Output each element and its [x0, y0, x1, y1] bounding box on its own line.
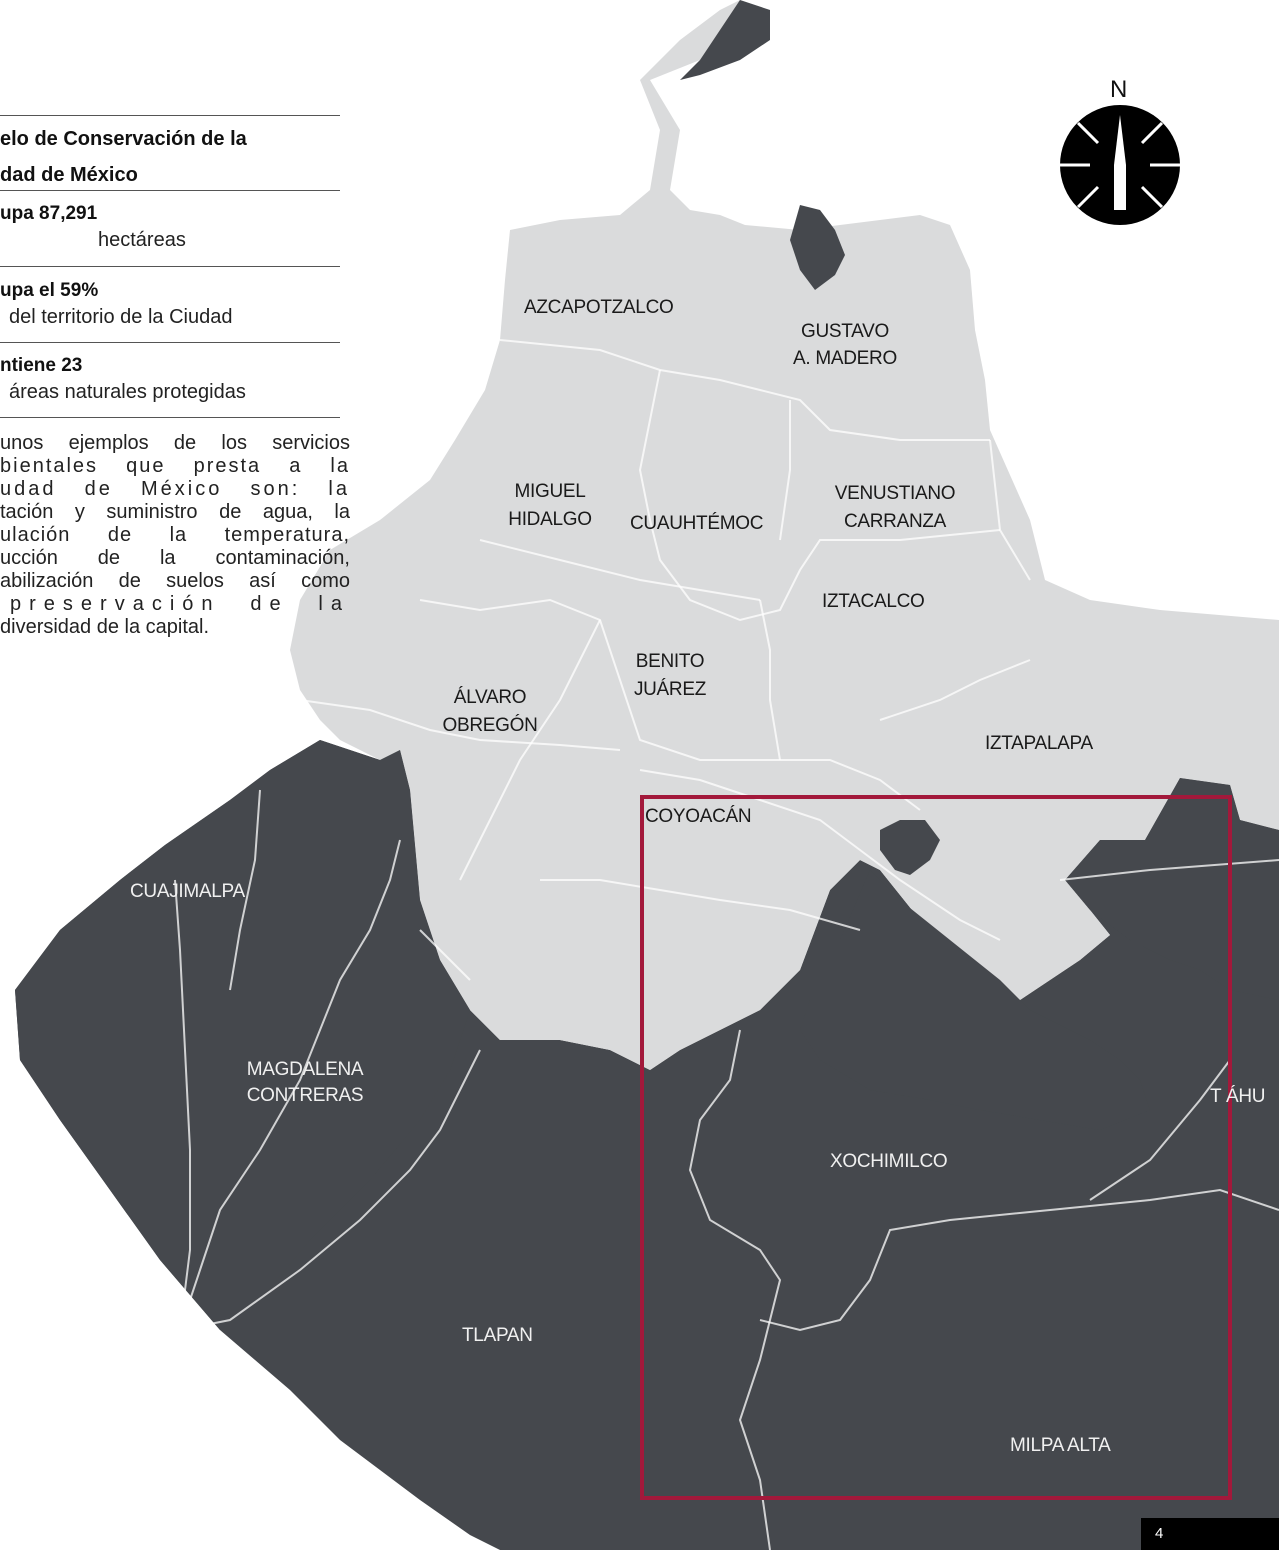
label-miguel-line2: HIDALGO [508, 509, 592, 530]
urban-area [290, 0, 1279, 1070]
label-miguel-line1: MIGUEL [514, 481, 586, 502]
label-venustiano-line1: VENUSTIANO [834, 483, 956, 504]
stat-protected-unit: áreas naturales protegidas [9, 381, 246, 403]
label-coyoacan: COYOACÁN [645, 806, 752, 827]
page-number: 4 [1155, 1525, 1164, 1542]
conservation-land-north-2 [790, 205, 845, 290]
compass-icon [1060, 105, 1180, 225]
stat-protected-value: ntiene 23 [0, 355, 83, 376]
label-magdalena-line1: MAGDALENA [246, 1059, 364, 1080]
label-cuauhtemoc: CUAUHTÉMOC [630, 513, 764, 534]
divider [0, 417, 340, 418]
conservation-land-north [680, 0, 770, 80]
label-magdalena-line2: CONTRERAS [246, 1085, 364, 1106]
stat-area-value: upa 87,291 [0, 203, 98, 224]
label-azcapotzalco: AZCAPOTZALCO [524, 297, 674, 318]
info-panel: elo de Conservación de la dad de México … [0, 0, 350, 720]
label-gustavo-line2: A. MADERO [793, 348, 897, 369]
conservation-land-estrella [880, 820, 940, 875]
services-paragraph: unos ejemplos de los servicios bientales… [0, 432, 350, 639]
paragraph-line: udad de México son: la [0, 478, 350, 500]
label-venustiano-line2: CARRANZA [843, 511, 947, 532]
panel-title-line2: dad de México [0, 164, 138, 186]
page-number-badge: 4 [1141, 1518, 1279, 1550]
paragraph-line: tación y suministro de agua, la [0, 501, 350, 523]
conservation-land-west [15, 740, 470, 1330]
paragraph-line: ulación de la temperatura, [0, 524, 350, 546]
label-benito-line2: JUÁREZ [633, 679, 707, 700]
label-cuajimalpa: CUAJIMALPA [130, 881, 245, 902]
stat-percent-unit: del territorio de la Ciudad [9, 306, 233, 328]
label-iztacalco: IZTACALCO [822, 591, 925, 612]
paragraph-line: diversidad de la capital. [0, 616, 210, 638]
conservation-land-xochimilco [800, 870, 1150, 1130]
paragraph-line: ucción de la contaminación, [0, 547, 350, 569]
divider [0, 266, 340, 267]
stat-percent-value: upa el 59% [0, 280, 99, 301]
paragraph-line: abilización de suelos así como [0, 570, 350, 592]
label-tlapan: TLAPAN [462, 1325, 533, 1346]
label-milpa-alta: MILPA ALTA [1010, 1435, 1111, 1456]
label-tlahuac: T ÁHU [1210, 1086, 1266, 1107]
label-benito-line1: BENITO [635, 651, 705, 672]
divider [0, 115, 340, 116]
paragraph-line: bientales que presta a la [0, 455, 350, 477]
stat-area-unit: hectáreas [98, 229, 186, 251]
study-area-highlight [640, 795, 1232, 1500]
borough-boundaries [174, 339, 1279, 1550]
conservation-land-east [1065, 778, 1279, 1000]
label-iztapalapa: IZTAPALAPA [985, 733, 1093, 754]
panel-title-line1: elo de Conservación de la [0, 128, 247, 150]
label-alvaro-line1: ÁLVARO [453, 687, 527, 708]
label-xochimilco: XOCHIMILCO [830, 1151, 948, 1172]
label-alvaro-line2: OBREGÓN [442, 715, 538, 736]
divider [0, 190, 340, 191]
divider [0, 342, 340, 343]
compass-north-label: N [1110, 76, 1128, 103]
paragraph-line: preservación de la [10, 593, 350, 615]
label-gustavo-line1: GUSTAVO [801, 321, 889, 342]
paragraph-line: unos ejemplos de los servicios [0, 432, 350, 454]
